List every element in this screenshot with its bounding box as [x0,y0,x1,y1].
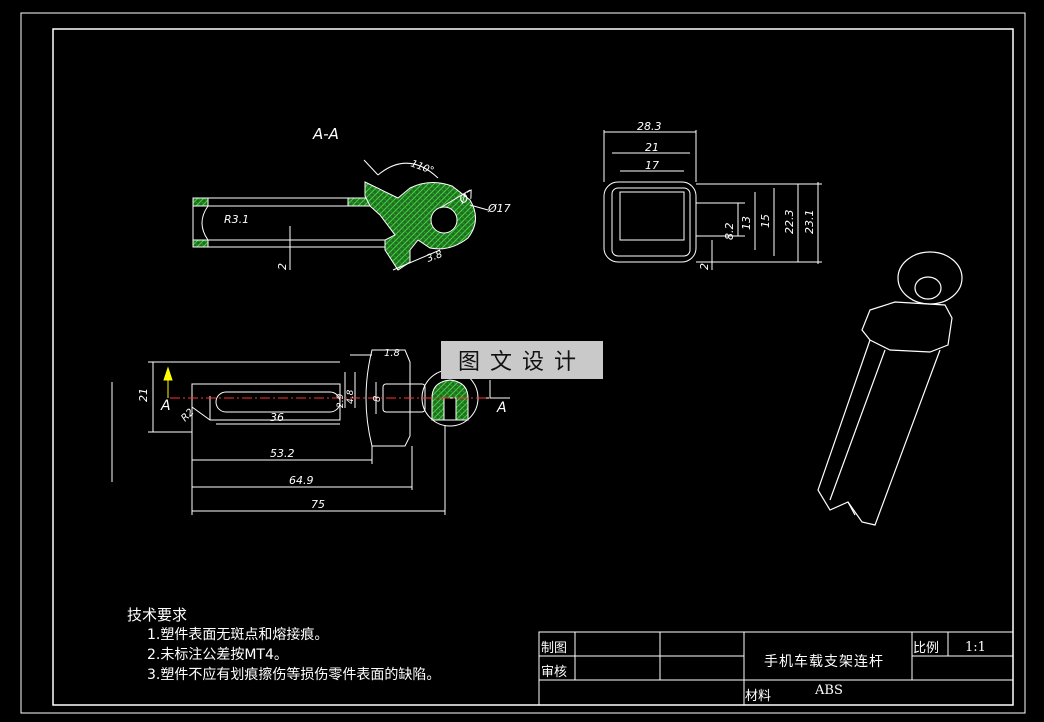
watermark-badge: 图文设计 [441,341,603,379]
dim-15: 15 [759,214,772,228]
outer-frame [20,12,1026,714]
dim-53-2: 53.2 [270,447,295,460]
material-value: ABS [815,683,843,698]
dim-angle-110: 110° [409,158,435,177]
material-label: 材料 [745,689,772,704]
technical-requirements: 技术要求 1.塑件表面无斑点和熔接痕。 2.未标注公差按MT4。 3.塑件不应有… [127,605,440,685]
dim-8-2: 8.2 [723,223,736,241]
dim-4-8: 4.8 [346,389,356,404]
title-block-grid [538,631,1014,706]
scale-label: 比例 [913,641,940,656]
dim-28-3: 28.3 [637,120,662,133]
isometric-view [817,251,963,526]
dim-23-1: 23.1 [803,210,816,235]
notes-item: 3.塑件不应有划痕擦伤等损伤零件表面的缺陷。 [147,667,441,683]
section-arrow-left-label: A [160,398,171,414]
dim-phi17: Ø17 [487,202,511,215]
dim-36: 36 [270,411,284,424]
dim-21-height: 21 [137,388,150,402]
dim-75: 75 [311,498,325,511]
section-arrow-right-label: A [496,400,507,416]
front-view [111,349,510,515]
inner-frame [52,28,1014,706]
notes-item: 2.未标注公差按MT4。 [147,647,288,663]
part-name: 手机车载支架连杆 [764,654,884,670]
section-view-a-a [192,159,489,271]
dim-13: 13 [740,216,753,230]
end-view [603,130,822,270]
dim-21-width: 21 [645,141,659,154]
section-label: A-A [312,125,339,143]
drawn-label: 制图 [541,641,568,656]
dim-1-8: 1.8 [384,348,400,359]
dim-17: 17 [645,159,659,172]
notes-title: 技术要求 [127,606,188,624]
dim-2-9: 2.9 [336,393,346,408]
dim-2-section: 2 [276,263,289,270]
notes-item: 1.塑件表面无斑点和熔接痕。 [147,627,329,643]
dim-r2: R2 [179,407,196,424]
dim-r31: R3.1 [224,213,249,226]
checked-label: 审核 [541,665,568,680]
dim-3-8: 3.8 [425,249,444,265]
scale-value: 1:1 [965,640,986,655]
dim-2-end: 2 [698,263,711,270]
dim-22-3: 22.3 [783,210,796,235]
dim-8: 8 [372,396,383,402]
dim-64-9: 64.9 [289,474,314,487]
